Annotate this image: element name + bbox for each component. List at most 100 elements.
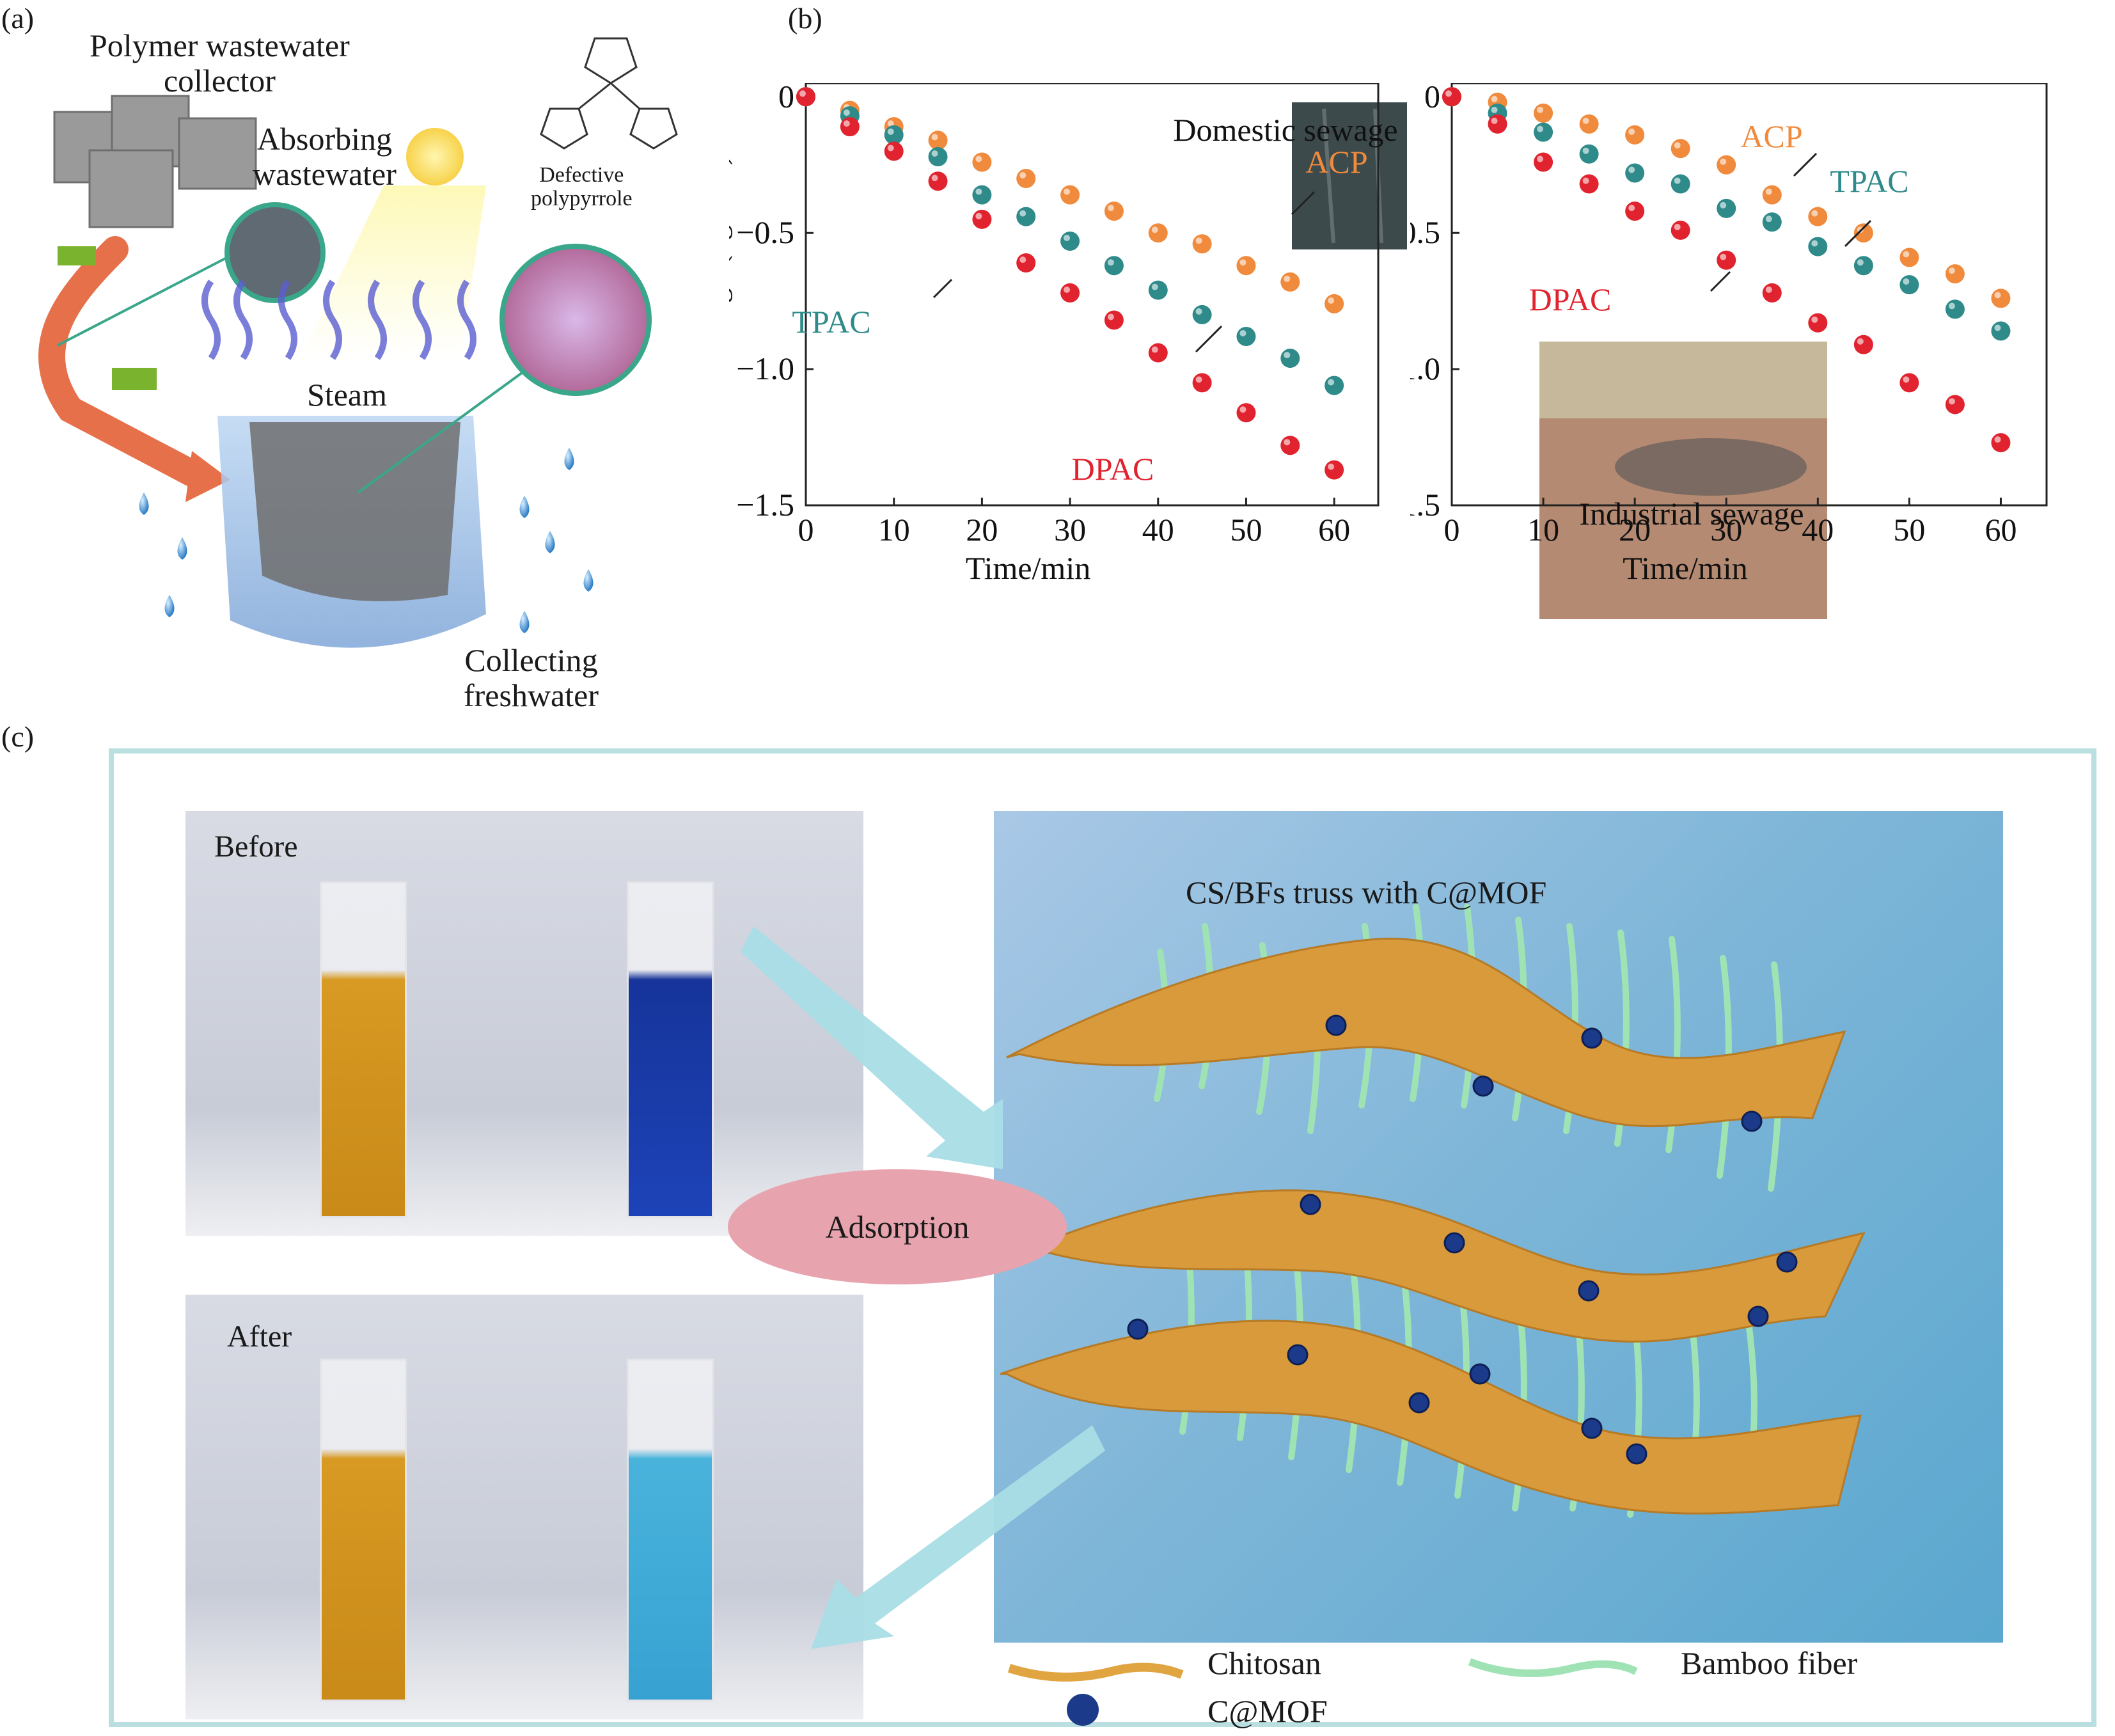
- data-point-highlight: [1284, 352, 1291, 359]
- arrow-to-after: [811, 1425, 1105, 1649]
- data-point-highlight: [1948, 267, 1955, 274]
- data-point-highlight: [1151, 283, 1158, 290]
- data-point-dpac: [928, 171, 948, 191]
- data-point-acp: [1148, 223, 1168, 243]
- data-point-highlight: [1720, 253, 1727, 260]
- panel-a-scene: [38, 37, 678, 648]
- data-point-highlight: [1064, 234, 1071, 241]
- data-point-tpac: [1236, 327, 1256, 346]
- data-point-dpac: [1060, 283, 1080, 303]
- y-axis-label: Mass change/(kg·m⁻²): [729, 155, 733, 434]
- legend-cmof: C@MOF: [1207, 1693, 1328, 1729]
- data-point-tpac: [928, 146, 948, 166]
- panel-label-b: (b): [788, 2, 822, 35]
- series-leader-line: [1710, 271, 1731, 292]
- data-point-highlight: [1491, 106, 1498, 113]
- series-label-dpac: DPAC: [1529, 281, 1612, 317]
- cmof-particles: [1127, 1014, 1798, 1465]
- data-point-tpac: [1534, 122, 1553, 142]
- data-point-dpac: [1945, 395, 1965, 414]
- data-point-highlight: [1720, 158, 1727, 165]
- y-tick-label: −1.0: [1410, 351, 1440, 386]
- chitosan-swatch: [1007, 1662, 1184, 1682]
- polypyrrole-inset: [499, 244, 652, 396]
- plot-frame: [1451, 82, 2048, 507]
- panel-label-c: (c): [1, 720, 35, 753]
- data-point-highlight: [931, 150, 938, 157]
- data-point-highlight: [843, 120, 850, 127]
- data-point-highlight: [1019, 210, 1026, 217]
- data-point-highlight: [1765, 216, 1772, 223]
- data-point-highlight: [1674, 177, 1681, 184]
- defective-label: Defective polypyrrole: [531, 163, 633, 211]
- adsorption-ellipse: Adsorption: [728, 1169, 1067, 1284]
- data-point-highlight: [1628, 205, 1635, 212]
- data-point-highlight: [1674, 223, 1681, 230]
- data-point-dpac: [1325, 460, 1344, 480]
- data-point-highlight: [843, 109, 850, 116]
- legend-chitosan: Chitosan: [1207, 1645, 1321, 1681]
- data-point-highlight: [887, 145, 894, 152]
- data-point-acp: [1325, 294, 1344, 313]
- data-point-dpac: [972, 209, 992, 229]
- data-point-dpac: [840, 117, 860, 137]
- x-tick-label: 60: [1985, 512, 2017, 548]
- data-point-highlight: [1328, 379, 1335, 386]
- data-point-acp: [1762, 185, 1782, 205]
- data-point-highlight: [1239, 330, 1246, 336]
- data-point-dpac: [1808, 313, 1828, 333]
- data-point-acp: [1991, 288, 2011, 308]
- y-tick-label: −1.5: [736, 487, 794, 523]
- data-point-dpac: [1671, 220, 1690, 240]
- data-point-highlight: [1491, 117, 1498, 124]
- x-tick-label: 40: [1802, 512, 1834, 548]
- data-point-dpac: [1625, 201, 1645, 221]
- x-tick-label: 50: [1230, 512, 1262, 548]
- data-point-highlight: [887, 128, 894, 135]
- data-point-dpac: [1104, 310, 1124, 330]
- data-point-dpac: [796, 87, 815, 107]
- data-point-highlight: [1582, 147, 1589, 154]
- x-tick-label: 0: [1444, 512, 1460, 548]
- data-point-tpac: [1991, 321, 2011, 341]
- data-point-tpac: [1945, 299, 1965, 319]
- truck-icon: [58, 246, 96, 265]
- data-point-dpac: [1016, 253, 1036, 273]
- absorbing-label: Absorbing wastewater: [253, 121, 397, 192]
- data-point-highlight: [1019, 256, 1026, 264]
- flow-arrow: [38, 236, 205, 487]
- panel-label-a: (a): [1, 2, 35, 35]
- data-point-acp: [1060, 185, 1080, 205]
- inset-label: Domestic sewage: [1173, 112, 1397, 148]
- x-tick-label: 10: [878, 512, 910, 548]
- cuvette-cyan-after: [627, 1359, 714, 1701]
- series-label-dpac: DPAC: [1072, 451, 1154, 487]
- data-point-dpac: [1442, 87, 1461, 107]
- sun-icon: [406, 128, 464, 185]
- data-point-acp: [928, 130, 948, 150]
- inset-label: Industrial sewage: [1579, 496, 1804, 532]
- data-point-tpac: [1148, 280, 1168, 300]
- data-point-acp: [1853, 223, 1873, 243]
- data-point-highlight: [1239, 259, 1246, 266]
- data-point-acp: [1016, 169, 1036, 189]
- data-point-highlight: [1107, 313, 1114, 320]
- x-tick-label: 50: [1893, 512, 1925, 548]
- panel-c-legend: [1007, 1658, 1638, 1726]
- y-tick-label: −0.5: [736, 214, 794, 250]
- data-point-tpac: [884, 125, 904, 145]
- series-leader-line: [932, 278, 953, 299]
- data-point-highlight: [1107, 205, 1114, 212]
- data-point-highlight: [1537, 155, 1544, 162]
- data-point-highlight: [1582, 117, 1589, 124]
- x-tick-label: 20: [966, 512, 998, 548]
- data-point-dpac: [1488, 114, 1507, 134]
- after-photo: After: [185, 1295, 863, 1719]
- series-leader-line: [1195, 325, 1223, 353]
- data-point-dpac: [1853, 335, 1873, 354]
- x-tick-label: 30: [1054, 512, 1086, 548]
- data-point-highlight: [931, 134, 938, 141]
